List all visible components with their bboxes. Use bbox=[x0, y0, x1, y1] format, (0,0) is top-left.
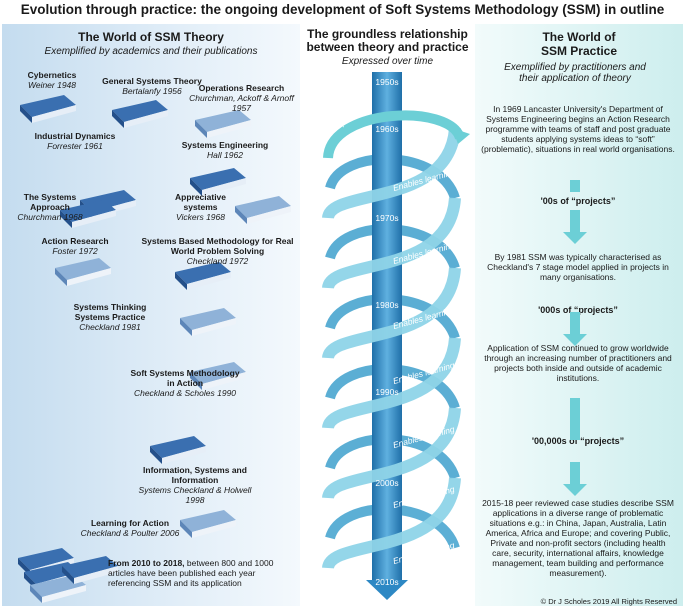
final-publication-note: From 2010 to 2018, between 800 and 1000 … bbox=[108, 558, 274, 588]
applied-to-arrow bbox=[323, 110, 465, 159]
timeline-heading: The groundless relationship between theo… bbox=[306, 27, 469, 54]
theory-heading: The World of SSM Theory bbox=[78, 30, 224, 44]
book-icon bbox=[150, 436, 206, 464]
practice-paragraph: In 1969 Lancaster University's Departmen… bbox=[481, 104, 675, 154]
book-icon bbox=[112, 100, 168, 128]
decade-label: 1950s bbox=[375, 77, 399, 87]
book-icon bbox=[175, 262, 231, 290]
spiral-diagram bbox=[322, 72, 470, 600]
book-icon bbox=[20, 95, 76, 123]
phase-label: '00s of “projects” bbox=[540, 196, 616, 206]
practice-paragraph: Application of SSM continued to grow wor… bbox=[484, 343, 672, 383]
decade-label: 1990s bbox=[375, 387, 399, 397]
copyright: © Dr J Scholes 2019 All Rights Reserved bbox=[540, 597, 677, 606]
phase-label: '00,000s of “projects” bbox=[531, 436, 625, 446]
theory-subheading: Exemplified by academics and their publi… bbox=[44, 46, 258, 57]
book-icon bbox=[55, 258, 111, 286]
book-icon bbox=[235, 196, 291, 224]
practice-paragraph: 2015-18 peer reviewed case studies descr… bbox=[482, 498, 674, 578]
book-icon bbox=[195, 110, 251, 138]
decade-label: 1960s bbox=[375, 124, 399, 134]
practice-heading-line2: SSM Practice bbox=[540, 44, 618, 58]
spiral-front bbox=[322, 127, 461, 570]
phase-label: '000s of “projects” bbox=[538, 305, 618, 315]
page-title: Evolution through practice: the ongoing … bbox=[20, 2, 665, 17]
practice-flow-arrows bbox=[563, 180, 587, 496]
decade-label: 1980s bbox=[375, 300, 399, 310]
timeline-subheading: Expressed over time bbox=[341, 56, 434, 67]
timeline-arrowhead bbox=[366, 580, 408, 600]
decade-label: 2010s bbox=[375, 577, 399, 587]
book-icon bbox=[180, 308, 236, 336]
decade-label: 1970s bbox=[375, 213, 399, 223]
practice-paragraph: By 1981 SSM was typically characterised … bbox=[487, 252, 669, 282]
practice-subheading: Exemplified by practitioners and their a… bbox=[504, 62, 646, 84]
book-label: Systems Based Methodology for Real World… bbox=[141, 236, 294, 266]
decade-label: 2000s bbox=[375, 478, 399, 488]
practice-heading-line1: The World of bbox=[542, 30, 616, 44]
